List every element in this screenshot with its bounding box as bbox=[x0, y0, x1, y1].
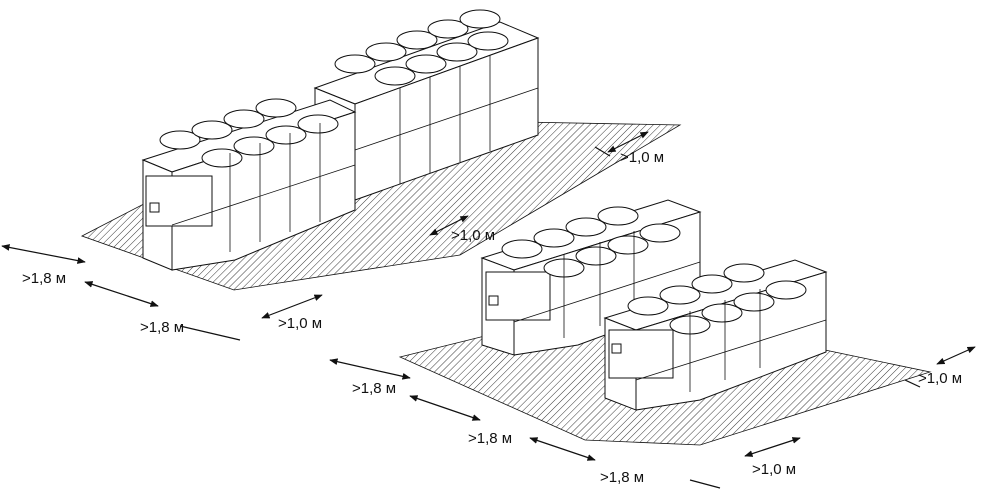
label-side-clearance-left: >1,8 м bbox=[22, 270, 66, 287]
left-group: >1,0 м >1,0 м >1,8 м >1,8 м >1,0 м bbox=[1, 9, 682, 341]
control-box-front-right bbox=[608, 329, 674, 379]
right-group: >1,0 м >1,8 м >1,8 м >1,8 м >1,0 м bbox=[329, 199, 976, 489]
label-side-clearance-right-2: >1,8 м bbox=[468, 430, 512, 447]
chiller-unit-back-right bbox=[480, 199, 702, 356]
label-bottom-clearance-left: >1,0 м bbox=[278, 315, 322, 332]
fan-row-front-right bbox=[627, 263, 807, 335]
fan-row-back-left bbox=[334, 9, 509, 86]
label-right-clearance-right: >1,0 м bbox=[918, 370, 962, 387]
dimension-lines-right bbox=[329, 346, 976, 489]
fan-row-back-right bbox=[501, 206, 681, 278]
control-box-left bbox=[145, 175, 213, 227]
label-front-clearance-right: >1,8 м bbox=[600, 469, 644, 486]
label-front-clearance-left: >1,8 м bbox=[140, 319, 184, 336]
label-right-clearance-back-left: >1,0 м bbox=[620, 149, 664, 166]
chiller-unit-back-left bbox=[313, 9, 540, 201]
dimension-lines-left bbox=[1, 131, 649, 341]
chiller-unit-front-left bbox=[141, 98, 357, 271]
label-right-clearance-front-left: >1,0 м bbox=[451, 227, 495, 244]
chiller-unit-front-right bbox=[603, 259, 828, 411]
label-side-clearance-right-1: >1,8 м bbox=[352, 380, 396, 397]
fan-row-front-left bbox=[159, 98, 339, 168]
label-bottom-clearance-right: >1,0 м bbox=[752, 461, 796, 478]
